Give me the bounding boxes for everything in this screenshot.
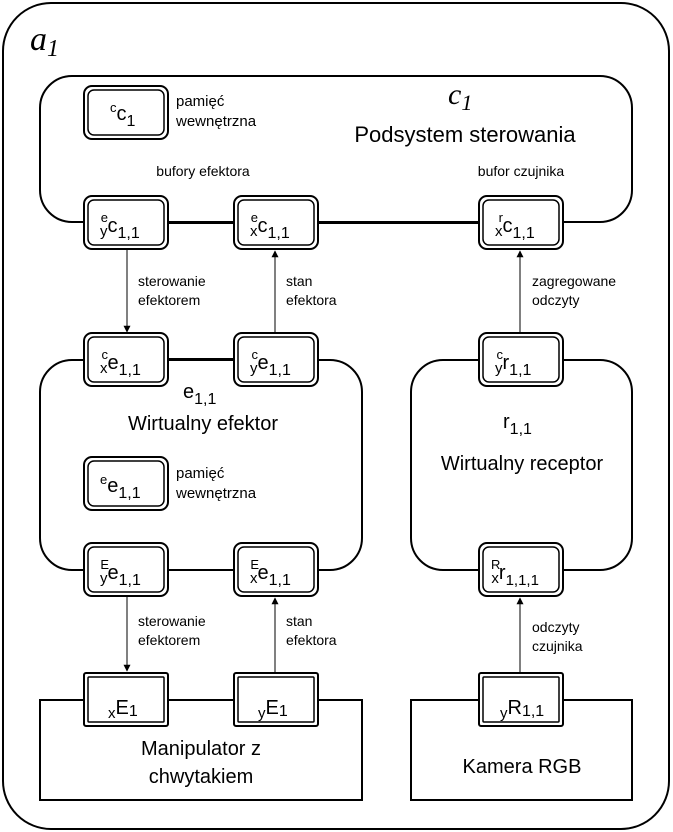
effector-memory-label: pamięć: [176, 465, 225, 482]
arrow-label: odczyty: [532, 292, 579, 308]
svg-text:yE1: yE1: [258, 697, 288, 722]
arrow-label: czujnika: [532, 638, 583, 654]
arrow-label: efektorem: [138, 632, 200, 648]
receptor-title: Wirtualny receptor: [441, 453, 604, 475]
effector-memory-box: ee1,1: [83, 456, 169, 511]
effector-memory-label-2: wewnętrzna: [175, 485, 257, 502]
manipulator-title: Manipulator z: [141, 738, 261, 760]
arrow-label: efektora: [286, 292, 337, 308]
effector-title: Wirtualny efektor: [128, 413, 278, 435]
control-memory-label: pamięć: [176, 93, 225, 110]
arrow-label: sterowanie: [138, 273, 206, 289]
svg-text:cc1: cc1: [110, 100, 136, 130]
arrow-label: sterowanie: [138, 613, 206, 629]
arrow-label: efektora: [286, 632, 337, 648]
port-manipulator-x: xE1: [83, 672, 169, 727]
port-camera-y: yR1,1: [478, 672, 564, 727]
svg-text:xE1: xE1: [108, 697, 138, 722]
svg-text:ee1,1: ee1,1: [100, 472, 141, 502]
manipulator-title-2: chwytakiem: [149, 766, 253, 788]
arrow-label: stan: [286, 273, 312, 289]
arrow-label: odczyty: [532, 619, 579, 635]
effector-name: e1,1: [183, 381, 216, 408]
agent-label: a1: [30, 21, 59, 62]
arrow-label: efektorem: [138, 292, 200, 308]
control-name: c1: [448, 78, 472, 115]
receptor-name: r1,1: [503, 411, 532, 438]
svg-text:yR1,1: yR1,1: [500, 697, 544, 722]
camera-title: Kamera RGB: [463, 756, 582, 778]
port-manipulator-y: yE1: [233, 672, 319, 727]
arrow-label: zagregowane: [532, 273, 616, 289]
effector-buffers-label: bufory efektora: [156, 163, 250, 179]
control-title: Podsystem sterowania: [354, 122, 576, 147]
control-memory-box: cc1: [83, 85, 169, 140]
arrow-label: stan: [286, 613, 312, 629]
control-memory-label-2: wewnętrzna: [175, 113, 257, 130]
sensor-buffer-label: bufor czujnika: [478, 163, 565, 179]
